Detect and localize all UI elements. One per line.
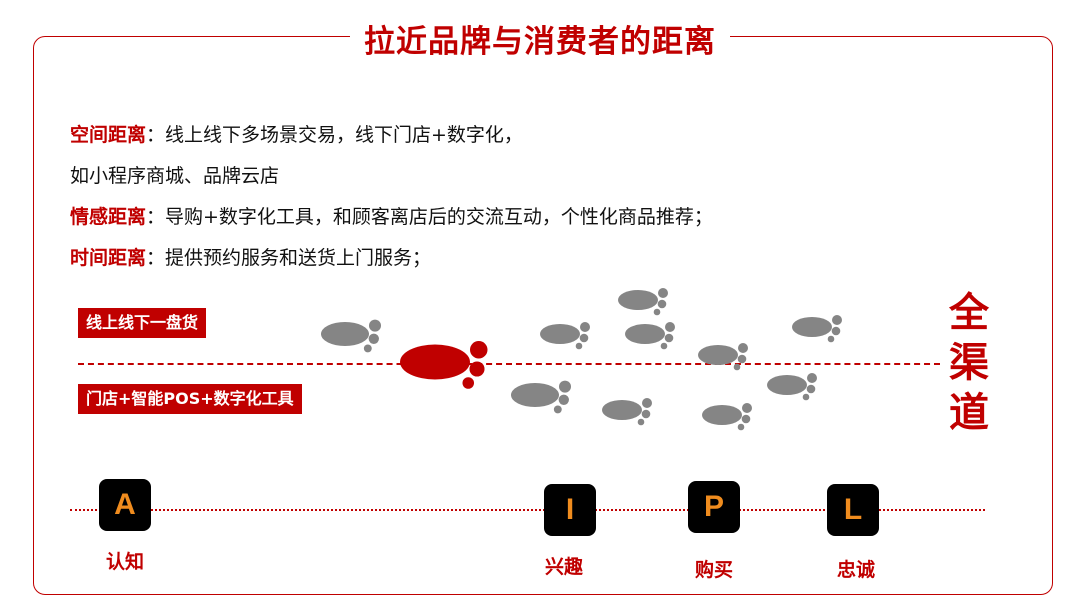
footprint-highlight-icon [400,341,488,389]
footprint-icon [321,319,381,353]
stage-awareness-label: 认知 [105,551,144,573]
footprint-icon [618,288,668,316]
tag-online-inventory: 线上线下一盘货 [78,308,207,338]
journey-dotted-line [70,509,985,511]
footprint-icon [767,373,817,401]
page-title: 拉近品牌与消费者的距离 [0,16,1080,61]
footprint-icon [702,403,752,431]
tag-store-tools: 门店+智能POS+数字化工具 [78,384,302,414]
footprint-icon [540,322,590,350]
text-line-emotion: 情感距离：导购+数字化工具，和顾客离店后的交流互动，个性化商品推荐； [70,206,713,228]
stage-interest-icon: I [544,484,596,536]
stage-loyalty-label: 忠诚 [836,559,875,581]
footprint-icon [602,398,652,426]
channel-dashed-line [78,363,940,365]
stage-loyalty-icon: L [827,484,879,536]
stage-interest-label: 兴趣 [544,556,583,578]
omnichannel-label: 全 渠 道 [949,290,989,436]
text-line-time: 时间距离：提供预约服务和送货上门服务； [70,247,432,269]
footprint-icon [511,380,571,414]
text-line-space: 空间距离：线上线下多场景交易，线下门店+数字化， [70,124,523,146]
text-line-space-cont: 如小程序商城、品牌云店 [70,165,280,187]
stage-purchase-icon: P [688,481,740,533]
footprint-icon [625,322,675,350]
footprint-icon [698,343,748,371]
stage-awareness-icon: A [99,479,151,531]
stage-purchase-label: 购买 [694,559,733,581]
footprint-icon [792,315,842,343]
